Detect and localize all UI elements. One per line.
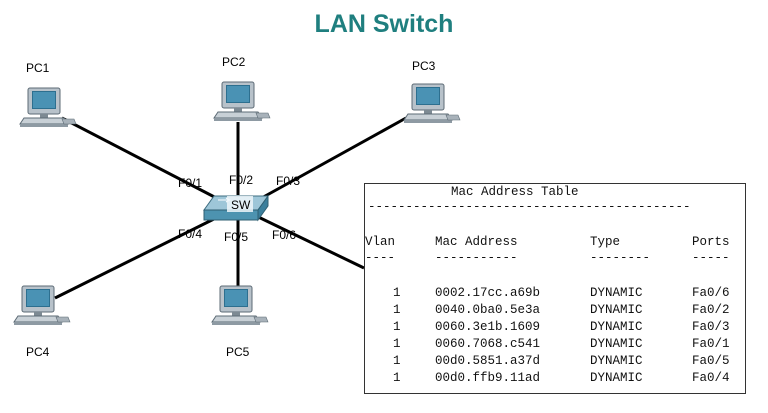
- pc1-node[interactable]: PC1: [19, 61, 77, 128]
- table-row: 1 00d0.ffb9.11ad DYNAMIC Fa0/4: [365, 371, 747, 387]
- port-label-f03: F0/3: [276, 174, 300, 188]
- row-port: Fa0/6: [692, 286, 730, 300]
- mac-table-header: Vlan Mac Address Type Ports: [365, 235, 747, 251]
- pc2-label: PC2: [222, 55, 246, 69]
- row-mac: 0040.0ba0.5e3a: [435, 303, 541, 317]
- row-type: DYNAMIC: [590, 286, 643, 300]
- mac-address-table: Mac Address Table ----------------------…: [364, 183, 746, 394]
- row-vlan: 1: [393, 303, 401, 317]
- mac-table-title: Mac Address Table: [451, 185, 579, 199]
- port-label-f01: F0/1: [178, 176, 202, 190]
- computer-icon: [403, 83, 461, 124]
- row-type: DYNAMIC: [590, 371, 643, 385]
- row-type: DYNAMIC: [590, 303, 643, 317]
- switch-node[interactable]: SW: [203, 194, 269, 222]
- computer-icon: [19, 87, 77, 128]
- row-vlan: 1: [393, 320, 401, 334]
- pc5-node[interactable]: PC5: [211, 285, 269, 359]
- table-row: 1 0060.7068.c541 DYNAMIC Fa0/1: [365, 337, 747, 353]
- pc3-label: PC3: [412, 59, 436, 73]
- row-mac: 0060.3e1b.1609: [435, 320, 541, 334]
- link-pc3: [257, 116, 407, 202]
- dash-mac: -----------: [435, 251, 518, 265]
- row-type: DYNAMIC: [590, 337, 643, 351]
- pc4-node[interactable]: PC4: [13, 285, 71, 359]
- pc1-label: PC1: [26, 61, 50, 75]
- dash-ports: -----: [692, 251, 730, 265]
- link-pc4: [54, 213, 223, 300]
- link-pc1: [61, 116, 227, 205]
- row-type: DYNAMIC: [590, 354, 643, 368]
- links: [54, 116, 407, 300]
- dash-vlan: ----: [365, 251, 396, 265]
- page-title: LAN Switch: [314, 10, 454, 38]
- dash-type: --------: [590, 251, 651, 265]
- row-vlan: 1: [393, 286, 401, 300]
- table-row: 1 0060.3e1b.1609 DYNAMIC Fa0/3: [365, 320, 747, 336]
- table-row: 1 0040.0ba0.5e3a DYNAMIC Fa0/2: [365, 303, 747, 319]
- pc2-node[interactable]: PC2: [213, 55, 271, 122]
- port-label-f05: F0/5: [224, 230, 248, 244]
- header-mac: Mac Address: [435, 235, 518, 249]
- row-type: DYNAMIC: [590, 320, 643, 334]
- header-vlan: Vlan: [365, 235, 396, 249]
- row-mac: 0002.17cc.a69b: [435, 286, 541, 300]
- table-row: 1 0002.17cc.a69b DYNAMIC Fa0/6: [365, 286, 747, 302]
- row-mac: 0060.7068.c541: [435, 337, 541, 351]
- table-row: 1 00d0.5851.a37d DYNAMIC Fa0/5: [365, 354, 747, 370]
- computer-icon: [211, 285, 269, 326]
- row-port: Fa0/1: [692, 337, 730, 351]
- row-port: Fa0/5: [692, 354, 730, 368]
- pc5-label: PC5: [226, 345, 250, 359]
- switch-label: SW: [231, 198, 251, 212]
- row-vlan: 1: [393, 354, 401, 368]
- port-label-f04: F0/4: [178, 227, 202, 241]
- pc4-label: PC4: [26, 345, 50, 359]
- row-vlan: 1: [393, 337, 401, 351]
- row-mac: 00d0.ffb9.11ad: [435, 371, 541, 385]
- port-label-f06: F0/6: [272, 228, 296, 242]
- row-port: Fa0/3: [692, 320, 730, 334]
- computer-icon: [213, 81, 271, 122]
- mac-table-header-dashes: ---- ----------- -------- -----: [365, 251, 747, 267]
- port-label-f02: F0/2: [229, 173, 253, 187]
- row-port: Fa0/4: [692, 371, 730, 385]
- mac-table-rule: ----------------------------------------…: [368, 200, 691, 214]
- header-ports: Ports: [692, 235, 730, 249]
- header-type: Type: [590, 235, 621, 249]
- link-f06: [251, 212, 365, 270]
- row-port: Fa0/2: [692, 303, 730, 317]
- pc3-node[interactable]: PC3: [403, 59, 461, 124]
- row-mac: 00d0.5851.a37d: [435, 354, 541, 368]
- computer-icon: [13, 285, 71, 326]
- row-vlan: 1: [393, 371, 401, 385]
